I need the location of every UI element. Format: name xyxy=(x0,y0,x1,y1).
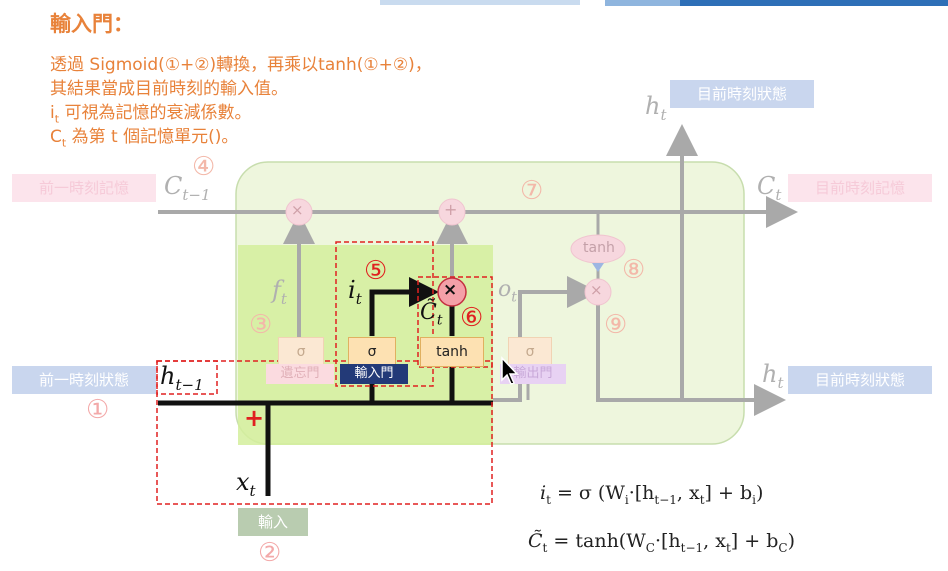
f-t-symbol: ft xyxy=(272,276,287,308)
mouse-cursor-icon xyxy=(501,356,519,385)
c-tilde-symbol: C̃t xyxy=(420,300,443,329)
step-number-2: ② xyxy=(258,538,282,568)
h-t-top-symbol: ht xyxy=(645,92,667,124)
prev-memory-label: 前一時刻記憶 xyxy=(12,174,156,202)
description-line-1: 透過 Sigmoid(①+②)轉換，再乘以tanh(①+②)， xyxy=(50,55,432,75)
description-line-3: it 可視為記憶的衰減係數。 xyxy=(50,103,252,126)
h-t-right-symbol: ht xyxy=(762,360,784,392)
step-number-6: ⑥ xyxy=(460,303,484,333)
input-gate-label: 輸入門 xyxy=(340,364,408,384)
input-sigma-block: σ xyxy=(348,337,396,367)
banner-decoration xyxy=(380,0,948,6)
output-multiply-circle xyxy=(584,278,612,306)
forget-multiply-symbol: × xyxy=(291,201,304,219)
description-line-4: Ct 為第 t 個記憶單元()。 xyxy=(50,127,239,150)
input-multiply-symbol: × xyxy=(443,280,458,300)
cell-plus-symbol: + xyxy=(444,200,458,219)
step-number-3: ③ xyxy=(249,310,273,340)
candidate-formula: C̃t = tanh(WC·[ht−1, xt] + bC) xyxy=(528,530,795,555)
current-state-right-label: 目前時刻狀態 xyxy=(788,366,932,394)
dashed-box-input xyxy=(156,360,493,505)
output-tanh-label: tanh xyxy=(583,240,615,256)
current-memory-label: 目前時刻記憶 xyxy=(788,174,932,202)
step-number-8: ⑧ xyxy=(622,255,646,285)
cell-plus-circle xyxy=(438,198,466,226)
forget-sigma-block: σ xyxy=(278,337,324,367)
output-sigma-block: σ xyxy=(508,337,552,367)
h-prev-symbol: ht−1 xyxy=(160,362,204,394)
prev-state-label: 前一時刻狀態 xyxy=(12,366,156,394)
dashed-box-candidate xyxy=(417,276,493,368)
forget-gate-label: 遺忘門 xyxy=(266,364,334,384)
forget-multiply-circle xyxy=(285,198,313,226)
c-t-symbol: Ct xyxy=(757,172,782,204)
output-gate-label: 輸出門 xyxy=(500,364,566,384)
dashed-box-gate xyxy=(335,241,434,387)
output-multiply-symbol: × xyxy=(590,281,603,299)
step-number-1: ① xyxy=(86,395,110,425)
x-t-symbol: xt xyxy=(236,468,256,500)
input-label: 輸入 xyxy=(238,508,308,536)
input-multiply-circle xyxy=(437,277,467,307)
step-number-9: ⑨ xyxy=(604,310,628,340)
c-prev-symbol: Ct−1 xyxy=(164,172,211,204)
i-t-symbol: it xyxy=(348,276,362,308)
input-gate-formula: it = σ (Wi·[ht−1, xt] + bi) xyxy=(540,482,764,507)
current-state-top-label: 目前時刻狀態 xyxy=(670,80,814,108)
page-title: 輸入門： xyxy=(50,12,134,36)
step-number-5: ⑤ xyxy=(364,256,388,286)
step-number-4: ④ xyxy=(192,152,216,182)
candidate-tanh-block: tanh xyxy=(420,337,484,367)
o-t-symbol: ot xyxy=(498,277,517,306)
concat-plus-symbol: + xyxy=(244,404,264,432)
dashed-box-h-prev xyxy=(156,360,218,395)
description-line-2: 其結果當成目前時刻的輸入值。 xyxy=(50,79,288,99)
step-number-7: ⑦ xyxy=(520,176,544,206)
